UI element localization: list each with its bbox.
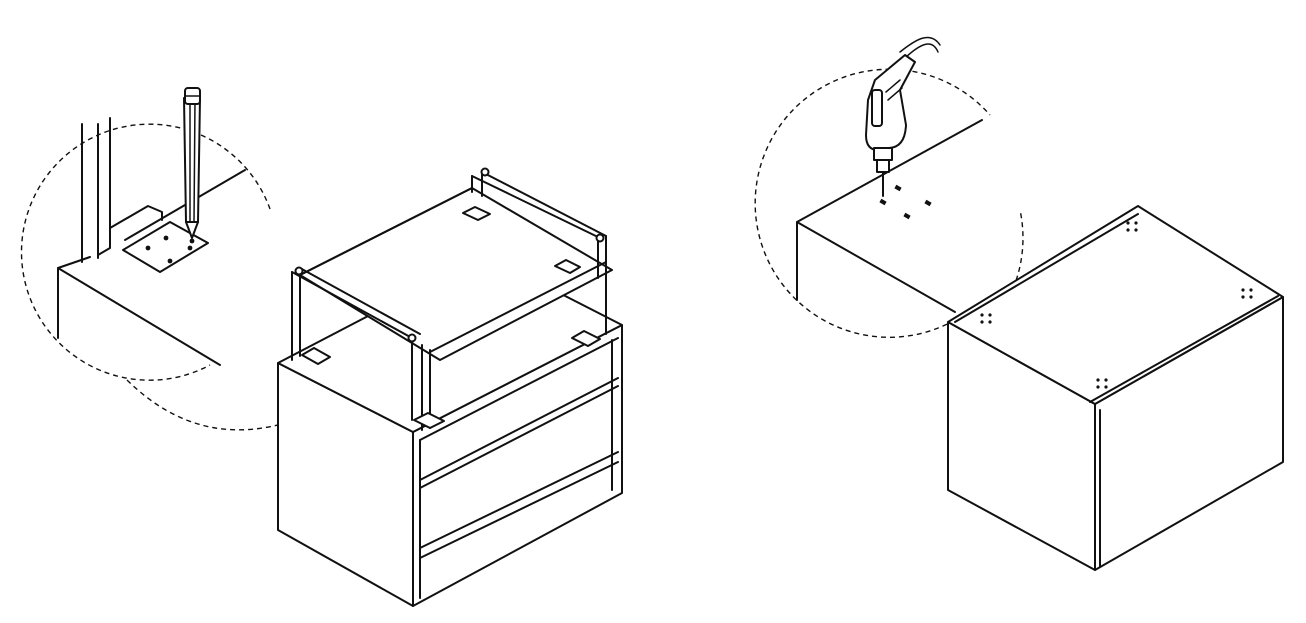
- pilot-hole-cluster-back: [1126, 221, 1138, 232]
- pencil-icon: [183, 87, 201, 244]
- left-cabinet-with-frame: [277, 167, 623, 607]
- right-panel: [754, 36, 1284, 571]
- left-callout-detail: [57, 87, 246, 366]
- pilot-hole-cluster-right: [1241, 288, 1253, 299]
- pilot-hole-cluster-left: [980, 313, 992, 324]
- left-panel: [20, 87, 623, 607]
- right-callout-detail: [796, 36, 983, 313]
- left-callout-circle: [20, 123, 296, 431]
- pilot-hole-cluster-front: [1096, 378, 1108, 389]
- power-drill-icon: [865, 36, 941, 197]
- bracket-plate: [122, 221, 209, 273]
- right-cabinet: [947, 205, 1284, 571]
- drill-hole-marks: [879, 184, 932, 220]
